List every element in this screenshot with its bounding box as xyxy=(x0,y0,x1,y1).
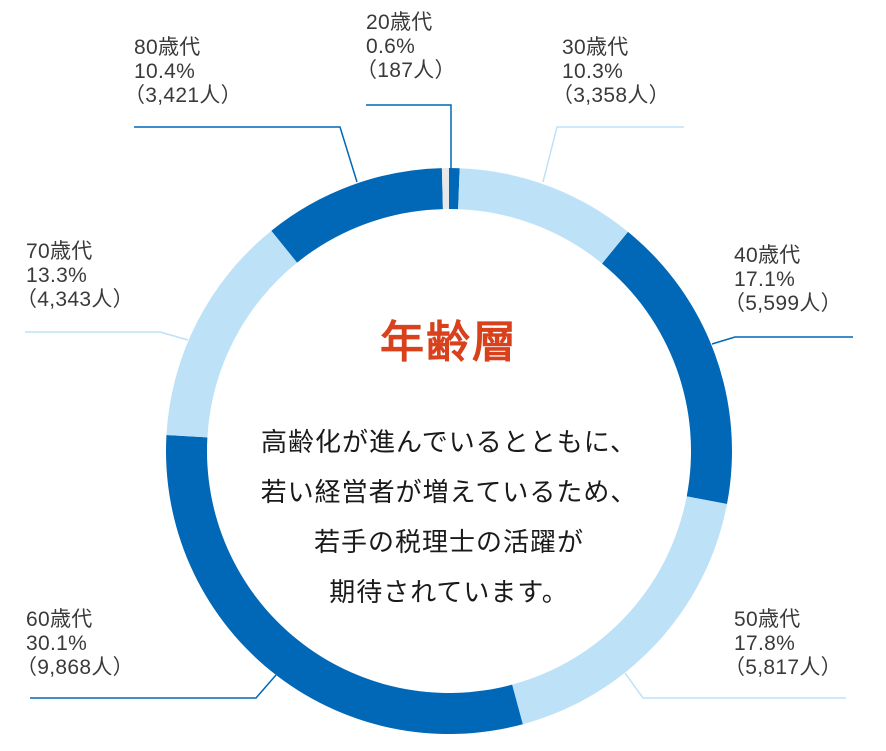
donut-segment xyxy=(166,230,298,438)
leader-line-50s xyxy=(624,672,846,699)
label-50s: 50歳代 17.8% （5,817人） xyxy=(724,608,842,680)
center-description: 高齢化が進んでいるとともに、 若い経営者が増えているため、 若手の税理士の活躍が… xyxy=(209,418,689,618)
label-30s-count: （3,358人） xyxy=(552,84,670,107)
donut-segment xyxy=(441,168,449,210)
label-40s-percent: 17.1% xyxy=(734,268,796,291)
label-60s-count: （9,868人） xyxy=(16,656,134,679)
label-20s-percent: 0.6% xyxy=(366,35,416,58)
label-60s-percent: 30.1% xyxy=(26,632,88,655)
donut-segment xyxy=(271,168,443,263)
label-60s-name: 60歳代 xyxy=(26,608,93,631)
label-50s-name: 50歳代 xyxy=(734,608,801,631)
center-line-1: 高齢化が進んでいるとともに、 xyxy=(261,428,637,458)
label-80s: 80歳代 10.4% （3,421人） xyxy=(124,36,242,108)
label-70s-count: （4,343人） xyxy=(16,288,134,311)
center-line-3: 若手の税理士の活躍が xyxy=(313,528,584,558)
label-80s-count: （3,421人） xyxy=(124,84,242,107)
leader-line-60s xyxy=(30,674,277,699)
donut-segment xyxy=(602,231,732,505)
label-30s-percent: 10.3% xyxy=(562,60,624,83)
label-80s-percent: 10.4% xyxy=(134,60,196,83)
label-60s: 60歳代 30.1% （9,868人） xyxy=(16,608,134,680)
chart-title: 年齢層 xyxy=(380,317,518,368)
center-line-2: 若い経営者が増えているため、 xyxy=(260,478,638,508)
label-70s: 70歳代 13.3% （4,343人） xyxy=(16,240,134,312)
label-30s: 30歳代 10.3% （3,358人） xyxy=(552,36,670,108)
label-50s-percent: 17.8% xyxy=(734,632,796,655)
label-70s-percent: 13.3% xyxy=(26,264,88,287)
donut-segment xyxy=(458,168,629,264)
donut-segment xyxy=(512,496,727,725)
label-40s: 40歳代 17.1% （5,599人） xyxy=(724,244,842,316)
donut-segment xyxy=(165,435,523,734)
label-20s-count: （187人） xyxy=(356,59,456,82)
leader-line-80s xyxy=(134,126,358,183)
label-50s-count: （5,817人） xyxy=(724,656,842,679)
label-30s-name: 30歳代 xyxy=(562,36,629,59)
leader-line-70s xyxy=(25,331,189,341)
leader-lines xyxy=(25,104,853,699)
leader-line-40s xyxy=(711,336,853,345)
label-20s: 20歳代 0.6% （187人） xyxy=(356,11,456,83)
donut-ring xyxy=(165,168,732,734)
label-20s-name: 20歳代 xyxy=(366,11,433,34)
leader-line-20s xyxy=(366,104,452,170)
leader-line-30s xyxy=(542,126,684,183)
donut-segment xyxy=(449,168,460,210)
center-line-4: 期待されています。 xyxy=(329,578,569,608)
label-40s-name: 40歳代 xyxy=(734,244,801,267)
label-70s-name: 70歳代 xyxy=(26,240,93,263)
label-80s-name: 80歳代 xyxy=(134,36,201,59)
label-40s-count: （5,599人） xyxy=(724,292,842,315)
